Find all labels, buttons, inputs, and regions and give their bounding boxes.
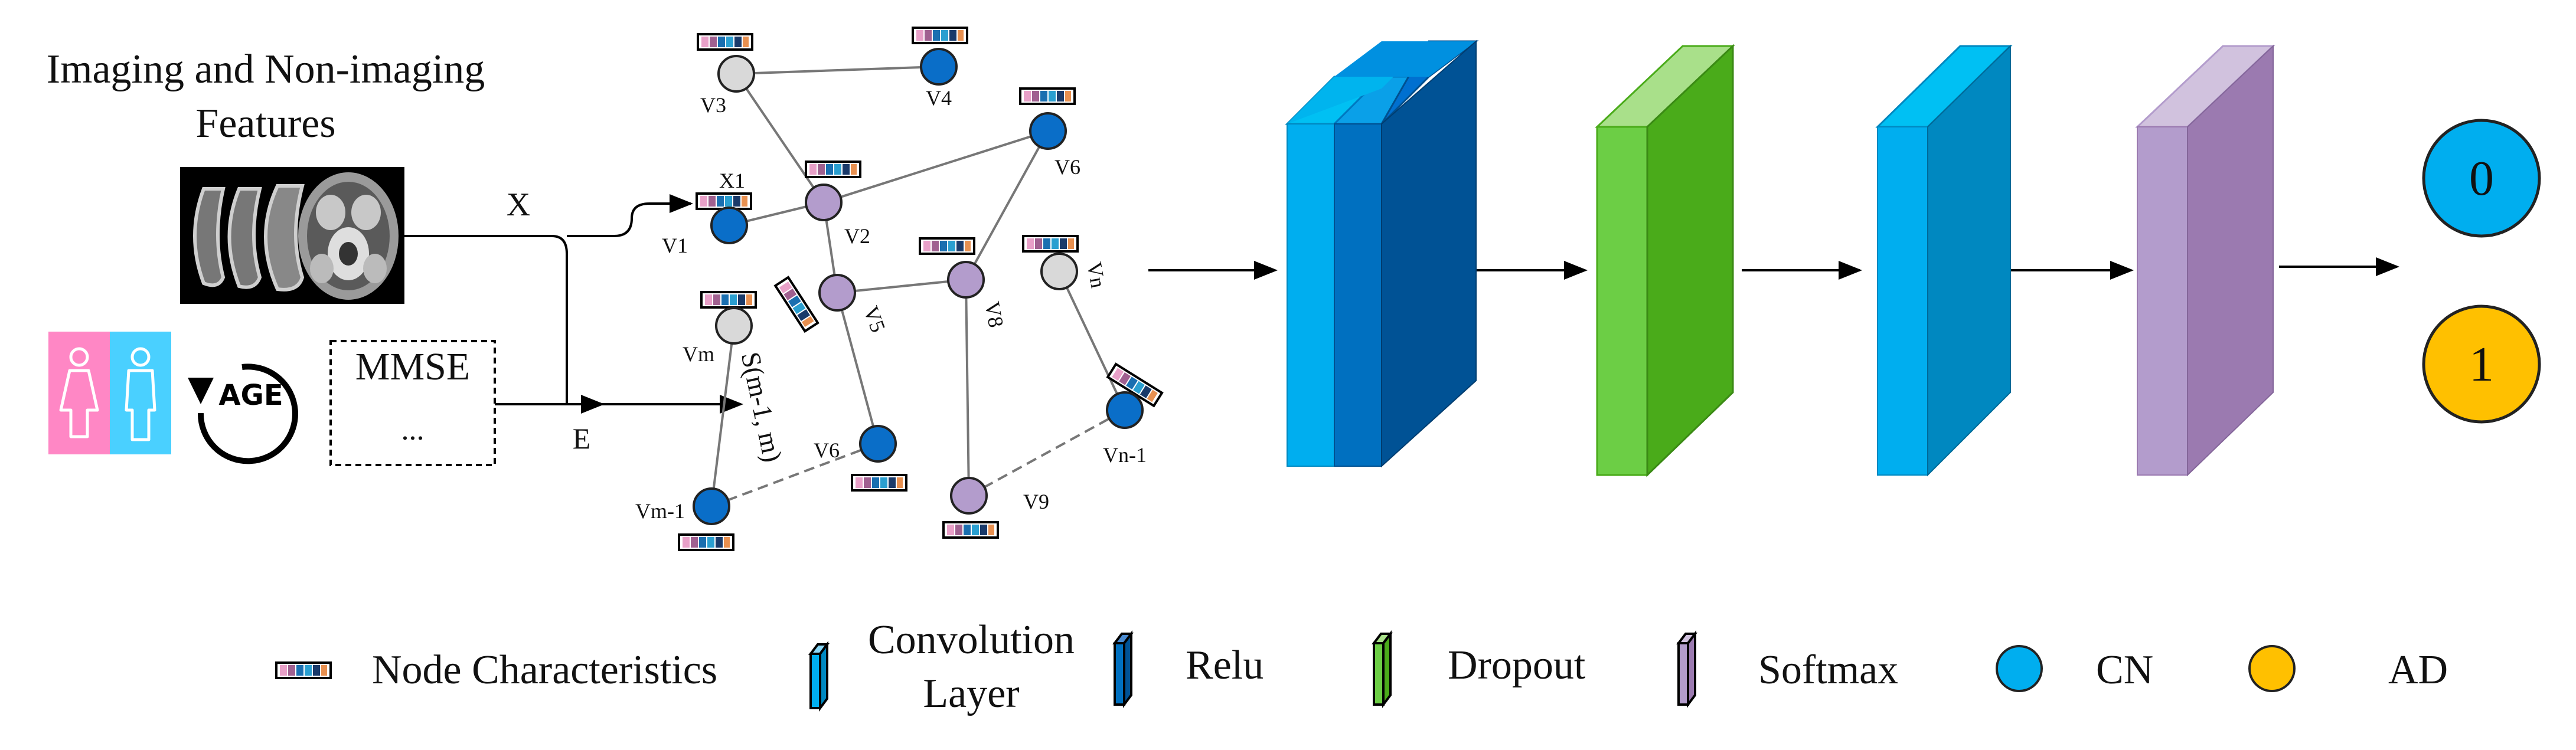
legend-conv-line2: Layer bbox=[923, 671, 1019, 716]
graph-node-vm bbox=[715, 307, 753, 345]
legend-ad: AD bbox=[2248, 645, 2448, 693]
legend-conv-line1: Convolution bbox=[868, 617, 1075, 663]
legend-cn-label: CN bbox=[2096, 647, 2153, 693]
graph-node-v1 bbox=[710, 207, 748, 244]
node-label-v9: V9 bbox=[1023, 490, 1049, 513]
node-label-v6: V6 bbox=[814, 438, 840, 462]
legend-softmax: Softmax bbox=[1676, 630, 1898, 708]
input-title-line2: Features bbox=[195, 101, 335, 146]
graph-node-v8 bbox=[947, 261, 985, 299]
mri-slices-image bbox=[180, 167, 404, 304]
legend-node-characteristics: Node Characteristics bbox=[275, 647, 717, 693]
legend-relu-label: Relu bbox=[1186, 643, 1263, 688]
graph-node-v7 bbox=[1029, 112, 1067, 150]
input-features: Imaging and Non-imaging Features bbox=[47, 47, 496, 466]
graph-node-v5 bbox=[818, 274, 856, 312]
legend-convolution-layer: Convolution Layer bbox=[808, 617, 1075, 716]
graph-node-vn1 bbox=[1106, 391, 1144, 429]
age-icon: AGE bbox=[188, 363, 298, 464]
legend-cn: CN bbox=[1996, 645, 2153, 693]
population-graph: V3 V4 V6 X1 V2 V1 V5 V8 Vn Vm V6 Vn-1 V9… bbox=[635, 27, 1164, 551]
graph-edges bbox=[710, 65, 1126, 507]
node-label-v4: V4 bbox=[926, 86, 952, 110]
legend-dropout-label: Dropout bbox=[1448, 643, 1586, 688]
graph-node-v4 bbox=[920, 48, 958, 86]
node-label-vn: Vn bbox=[1082, 260, 1110, 290]
conv-relu-block bbox=[1285, 40, 1479, 468]
mmse-label: MMSE bbox=[355, 345, 470, 388]
graph-node-vm1 bbox=[693, 487, 730, 525]
node-label-v1: V1 bbox=[662, 234, 688, 257]
node-label-vn1: Vn-1 bbox=[1103, 443, 1147, 467]
softmax-block bbox=[2135, 44, 2275, 477]
pipeline-arrows bbox=[1148, 257, 2399, 280]
graph-node-v3 bbox=[717, 55, 755, 93]
output-cn-label: 0 bbox=[2469, 151, 2494, 206]
male-background bbox=[110, 332, 171, 454]
node-label-v7: V6 bbox=[1054, 155, 1080, 179]
mmse-more: ... bbox=[401, 413, 425, 447]
node-label-v2: V2 bbox=[844, 224, 870, 248]
node-label-v8: V8 bbox=[980, 300, 1008, 329]
edge-e-label: E bbox=[573, 422, 591, 455]
node-label-vm: Vm bbox=[683, 342, 714, 366]
gender-icons bbox=[48, 332, 171, 454]
node-label-v3: V3 bbox=[700, 93, 726, 117]
legend-dropout: Dropout bbox=[1372, 630, 1586, 708]
output-ad-label: 1 bbox=[2469, 337, 2494, 392]
cnn-pipeline: 0 1 bbox=[1148, 40, 2541, 477]
edge-x-label: X bbox=[507, 186, 530, 223]
graph-node-vn bbox=[1040, 253, 1078, 290]
graph-node-v9 bbox=[950, 477, 988, 515]
male-icon bbox=[125, 347, 156, 441]
node-label-v5: V5 bbox=[859, 303, 890, 335]
output-ad-node bbox=[2422, 304, 2541, 424]
legend: Node Characteristics Convolution Layer R… bbox=[275, 617, 2448, 716]
dropout-block bbox=[1595, 44, 1735, 477]
node-label-vm1: Vm-1 bbox=[635, 499, 685, 523]
output-cn-node bbox=[2422, 119, 2541, 238]
graph-node-v2 bbox=[805, 184, 843, 221]
legend-relu: Relu bbox=[1112, 630, 1263, 708]
mmse-box: MMSE ... bbox=[329, 340, 496, 466]
conv-block bbox=[1875, 44, 2013, 477]
female-background bbox=[48, 332, 110, 454]
legend-softmax-label: Softmax bbox=[1758, 647, 1898, 693]
input-title-line1: Imaging and Non-imaging bbox=[47, 47, 485, 92]
legend-ad-label: AD bbox=[2388, 647, 2448, 693]
age-label: AGE bbox=[218, 379, 283, 412]
node-label-x1: X1 bbox=[719, 169, 745, 192]
legend-node-characteristics-label: Node Characteristics bbox=[372, 647, 717, 693]
graph-node-v6 bbox=[859, 425, 897, 463]
input-connections bbox=[404, 194, 743, 414]
graph-nodes bbox=[693, 48, 1144, 525]
female-icon bbox=[59, 347, 99, 438]
edge-similarity-label: S(m-1, m) bbox=[736, 349, 788, 465]
output-nodes: 0 1 bbox=[2422, 119, 2541, 424]
